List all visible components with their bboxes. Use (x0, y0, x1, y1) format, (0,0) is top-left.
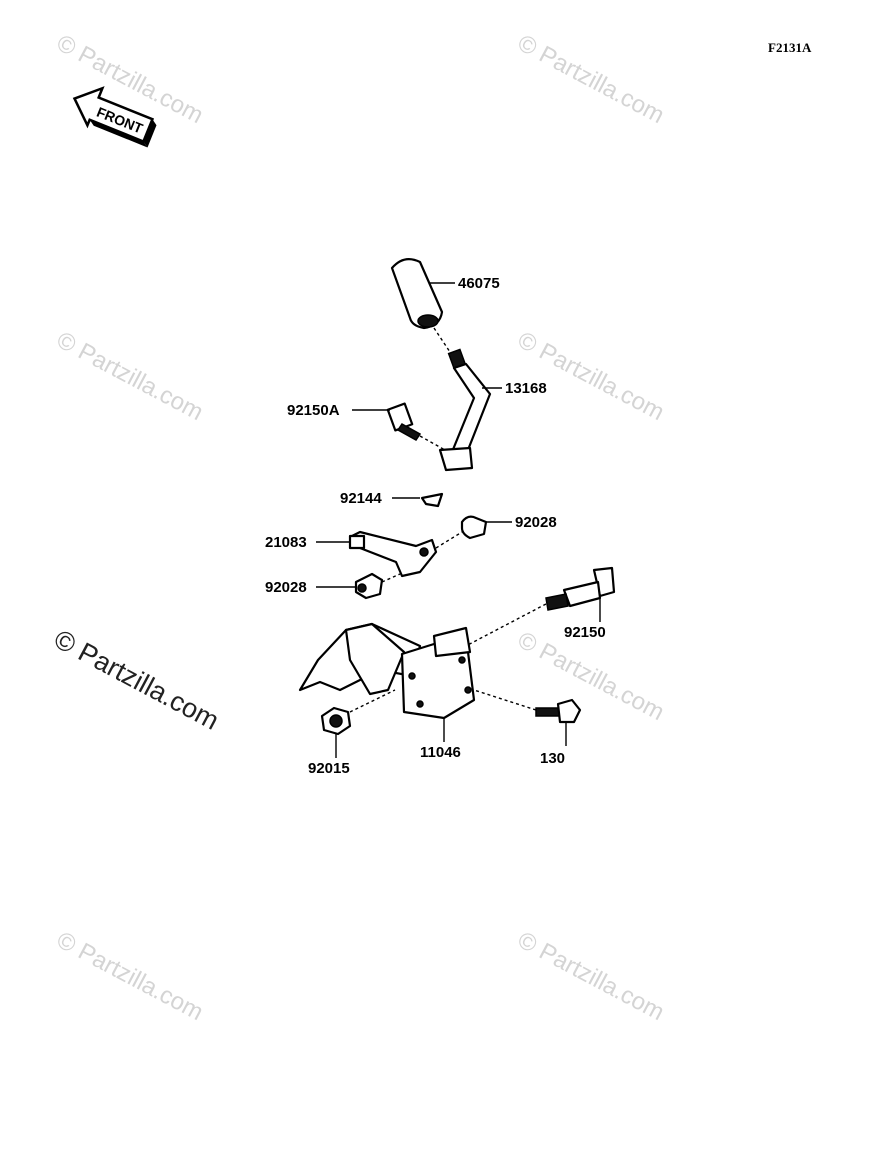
nut-92015 (320, 689, 396, 758)
bolt-130 (473, 689, 582, 746)
bracket-11046 (298, 622, 476, 742)
part-label: 13168 (505, 380, 547, 397)
watermark-prominent: © Partzilla.com (49, 624, 224, 736)
part-label: 11046 (420, 744, 461, 761)
front-arrow-icon: FRONT (72, 86, 157, 148)
part-label: 92028 (515, 514, 557, 531)
figure-code: F2131A (768, 40, 812, 55)
part-label: 130 (540, 750, 565, 767)
watermarks: © Partzilla.com © Partzilla.com © Partzi… (49, 29, 668, 1026)
lever-13168 (433, 327, 502, 472)
watermark: © Partzilla.com (513, 29, 668, 129)
linkage-21083 (316, 530, 438, 578)
collar-92028-lower (316, 572, 401, 600)
watermark: © Partzilla.com (52, 326, 207, 426)
watermark: © Partzilla.com (513, 326, 668, 426)
part-label: 46075 (458, 275, 500, 292)
watermark: © Partzilla.com (513, 926, 668, 1026)
part-label: 21083 (265, 534, 307, 551)
pin-92144 (392, 492, 444, 508)
part-label: 92150 (564, 624, 606, 641)
part-label: 92028 (265, 579, 307, 596)
grip-46075 (390, 257, 455, 330)
watermark: © Partzilla.com (52, 926, 207, 1026)
bolt-92150a (352, 402, 446, 451)
part-label: 92015 (308, 760, 350, 777)
part-label: 92150A (287, 402, 340, 419)
part-label: 92144 (340, 490, 382, 507)
bolt-92150 (461, 566, 616, 649)
collar-92028-upper (435, 515, 512, 549)
